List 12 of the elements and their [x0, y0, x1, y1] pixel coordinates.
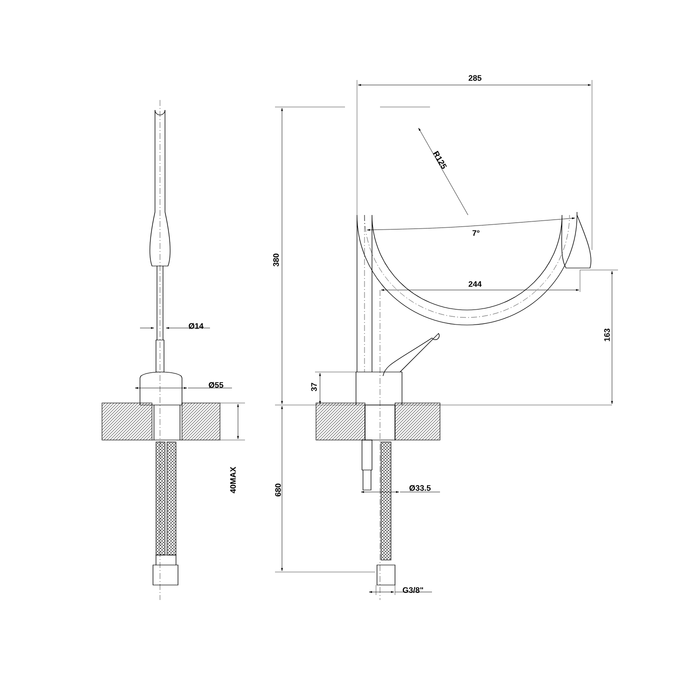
dimension-label: 380: [273, 254, 279, 266]
dimension-label: Ø33.5: [409, 484, 431, 492]
dimension-label: 40MAX: [230, 466, 236, 494]
dimension-label: 244: [468, 281, 482, 287]
dimension-label: 680: [275, 484, 281, 496]
dimension-label: Ø55: [208, 382, 224, 388]
dimension-label: 7°: [472, 230, 480, 236]
dimension-label: 37: [311, 382, 317, 392]
dimension-label: G3/8": [402, 587, 424, 593]
dimension-label: 163: [604, 328, 610, 342]
dimension-label: 285: [468, 75, 482, 81]
dimension-label: Ø14: [188, 322, 204, 330]
